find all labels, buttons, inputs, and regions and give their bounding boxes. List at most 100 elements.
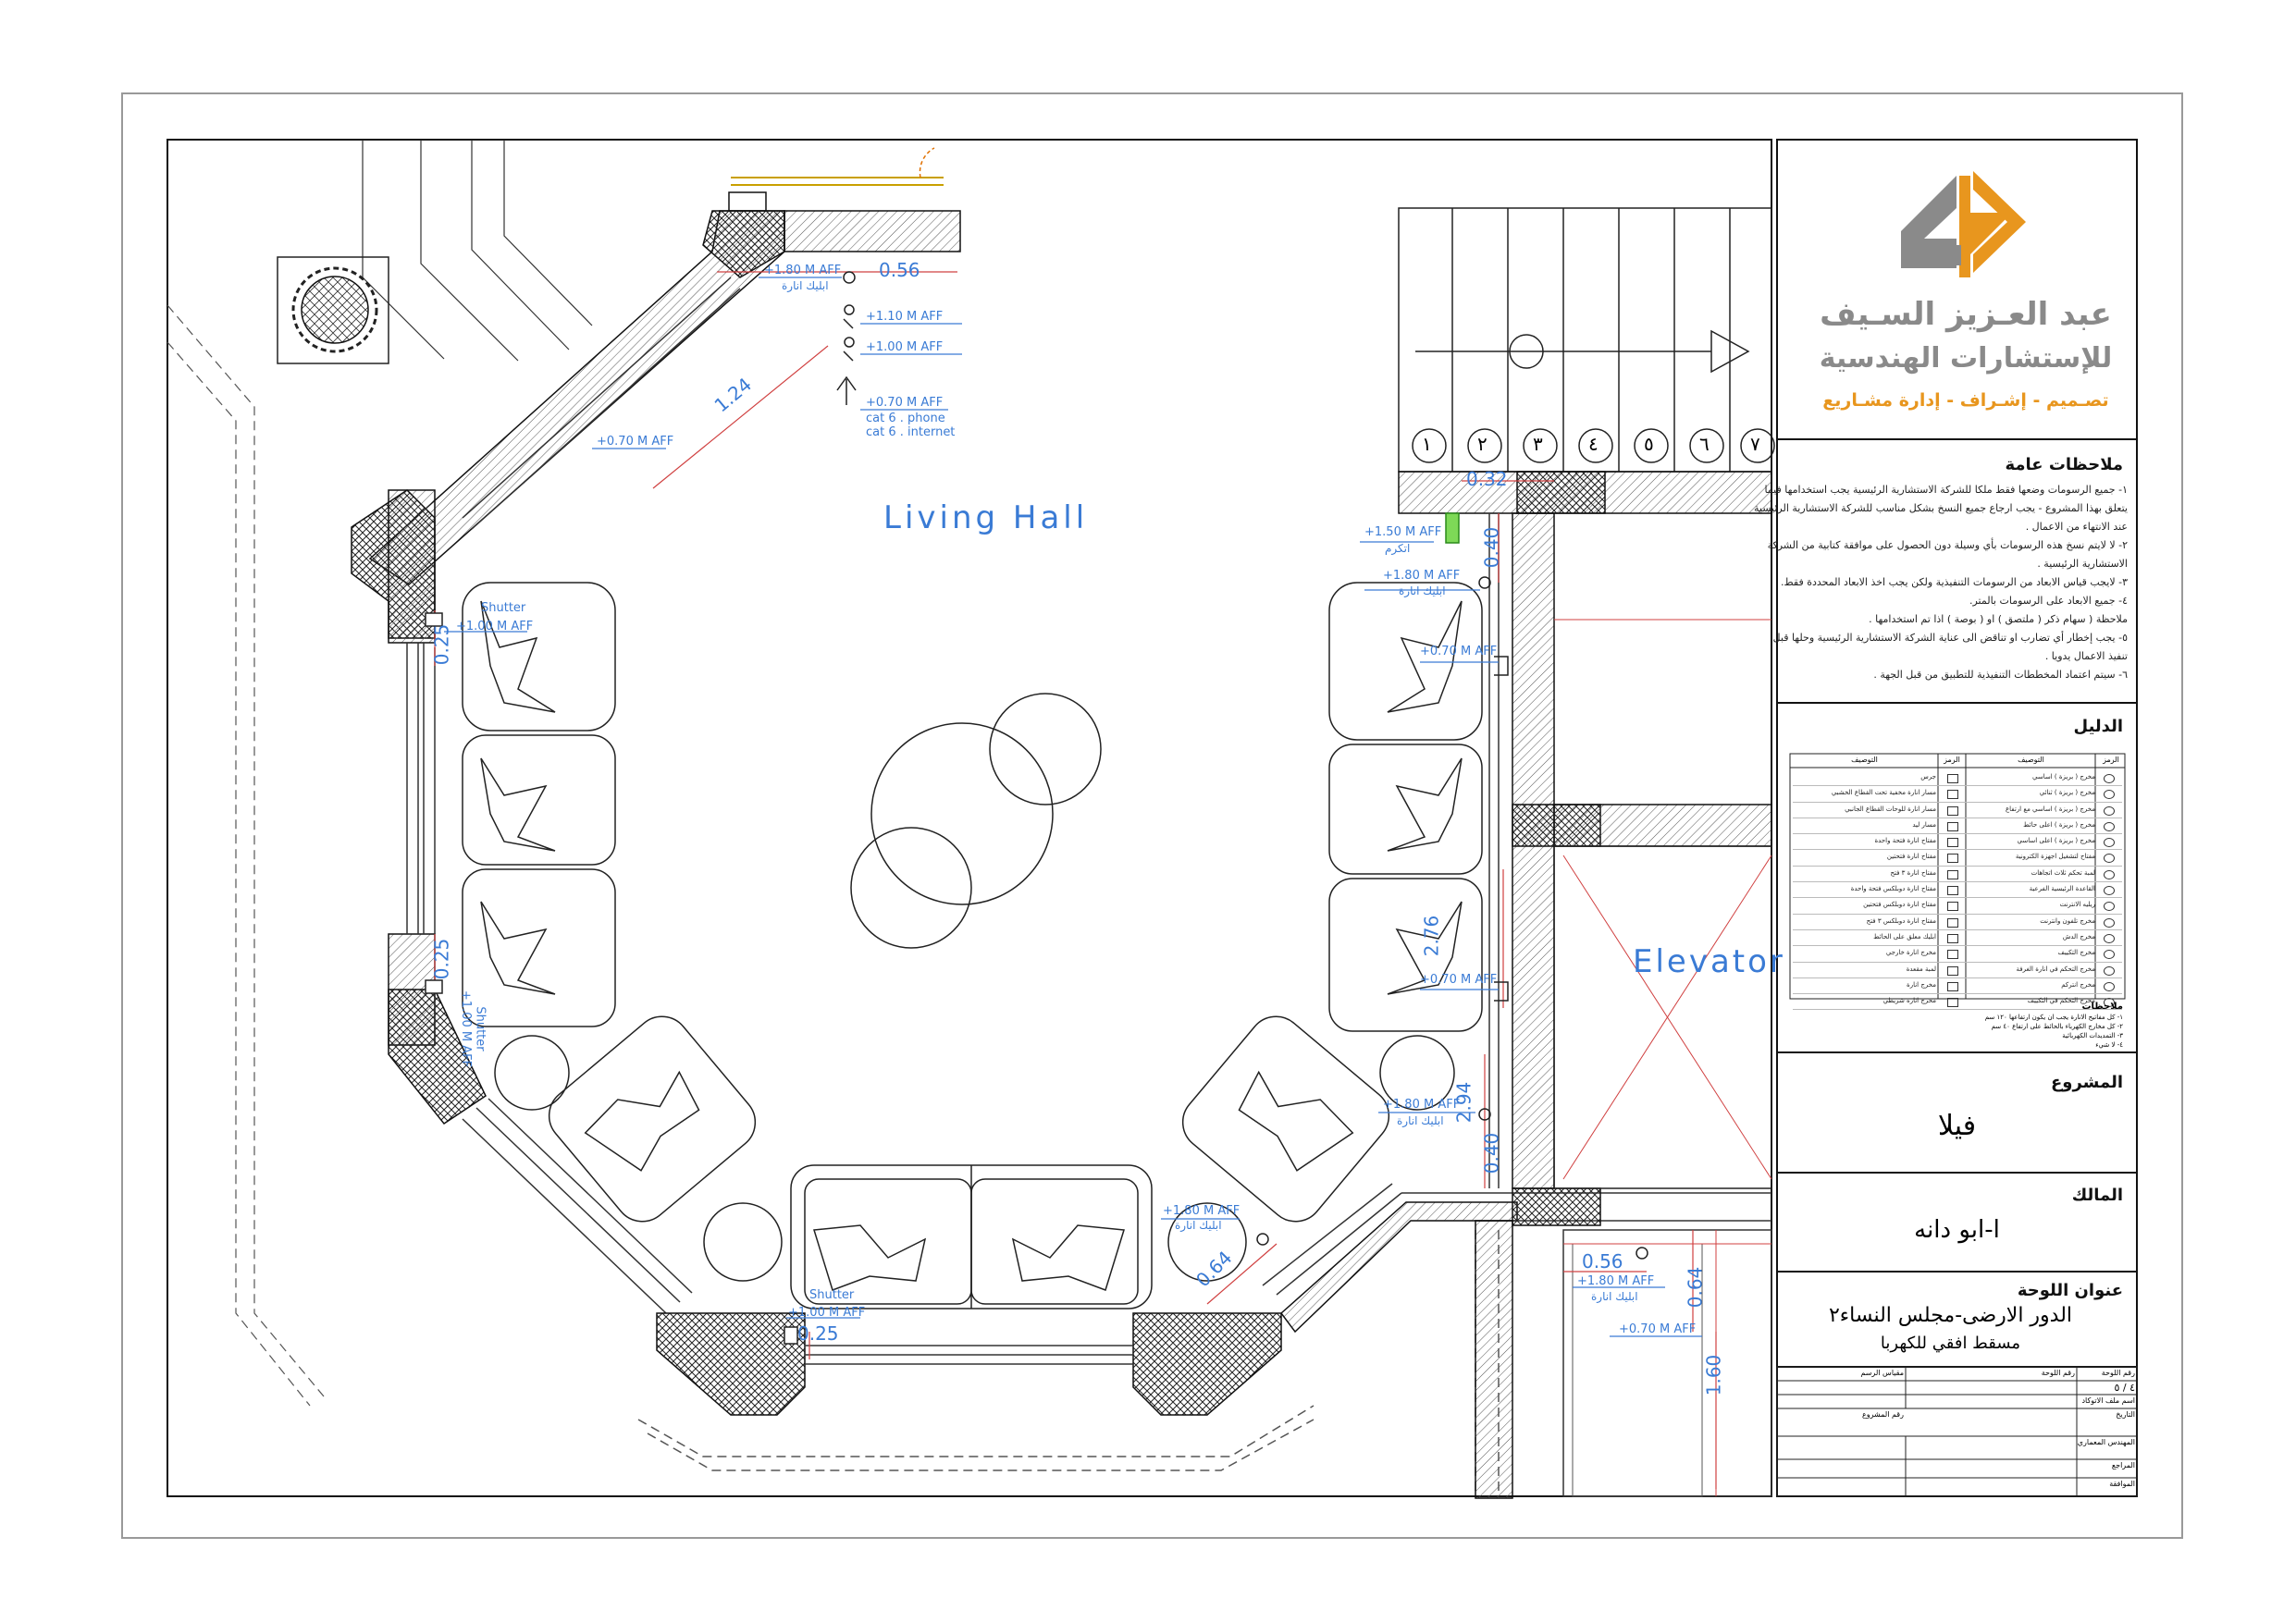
dashed-outline-bottom-2 — [647, 1419, 1315, 1471]
aff-100-shutter-a: +1.00 M AFF — [456, 620, 534, 633]
note-line: ١- جميع الرسومات وضعها فقط ملكا للشركة ا… — [1764, 484, 2128, 496]
legend-cell: لمبة مقعدة — [1906, 965, 1936, 973]
switch-icon-2 — [844, 337, 855, 348]
owner-value: ا-ابو دانه — [1914, 1216, 2000, 1244]
legend-cell: مخرج ( بريزة ) ثنائي — [2039, 789, 2095, 797]
center-table-big — [870, 722, 1054, 905]
stair-label-7: ٧ — [1750, 433, 1760, 455]
legend-cell: مفتاح انارة دوبلكس فتحة واحدة — [1850, 885, 1936, 893]
sofa-bottom — [790, 1164, 1153, 1309]
legend-cell: ريليه الانترنت — [2059, 901, 2095, 909]
window-diag-lower-right-1 — [1276, 1192, 1402, 1296]
stair-number-2 — [1467, 428, 1502, 463]
legend-col-header-4: التوصيف — [1851, 756, 1878, 764]
legend-symbol-icon — [2104, 854, 2115, 864]
legend-cell: مخرج التحكم في التكييف — [2027, 997, 2095, 1005]
sheet-title-line1: الدور الارضى-مجلس النساء٢ — [1828, 1304, 2073, 1327]
aff-180-top: +1.80 M AFF — [764, 264, 842, 277]
info-project-no-label: رقم المشروع — [1861, 1410, 1904, 1419]
legend-symbol-icon — [1947, 805, 1958, 816]
legend-symbol-icon — [1947, 886, 1958, 896]
stair-label-4: ٤ — [1588, 433, 1599, 455]
info-reviewer-label: المراجع — [2111, 1461, 2135, 1469]
legend-symbol-icon — [2104, 838, 2115, 848]
lighting-top: ابليك انارة — [782, 279, 829, 292]
legend-cell: مخرج انتركم — [2061, 980, 2095, 989]
legend-symbol-icon — [2104, 805, 2115, 816]
stair-number-4 — [1578, 428, 1613, 463]
window-diag-lower-right-2 — [1262, 1183, 1393, 1286]
legend-col-header-1: الرمز — [2103, 756, 2119, 764]
info-sheet-no-label: رقم اللوحة — [2101, 1369, 2135, 1377]
sofa-left — [462, 582, 616, 1027]
aff-100-shutter-b: +1.00 M AFF — [459, 990, 474, 1068]
side-table-left-upper — [494, 1035, 570, 1111]
switch-icon — [844, 304, 855, 315]
info-date-label: التاريخ — [2116, 1410, 2135, 1419]
legend-row: مخرج التحكم في التكييف مخرج انارة شريطي — [1793, 994, 2122, 1011]
aff-180-elev: +1.80 M AFF — [1577, 1274, 1655, 1288]
wall-bottom-right-corner — [1132, 1312, 1282, 1416]
legend-symbol-icon — [2104, 869, 2115, 879]
wall-right-lower-core — [1512, 1187, 1601, 1226]
dim-040-bottom: 0.40 — [1480, 1132, 1503, 1174]
legend-notes: ١- كل مفاتيح الانارة يجب ان يكون ارتفاعه… — [1799, 1013, 2123, 1050]
legend-cell: مفتاح انارة دوبلكس ٣ فتح — [1866, 916, 1936, 925]
info-sheet-no-value: ٤ / ٥ — [2114, 1382, 2135, 1394]
dim-160: 1.60 — [1702, 1354, 1725, 1396]
planter-gear-ring — [291, 266, 378, 353]
legend-symbol-icon — [1947, 998, 1958, 1008]
legend-symbol-icon — [2104, 965, 2115, 976]
door-jamb-top — [728, 191, 767, 212]
dim-025-c: 0.25 — [797, 1322, 839, 1345]
legend-header: الدليل — [2073, 717, 2124, 736]
stair-treads — [1451, 208, 1731, 472]
legend-col-header-2: التوصيف — [2018, 756, 2044, 764]
legend-cell: مفتاح انارة ٣ فتح — [1890, 868, 1936, 877]
note-line: ٣- لايجب قياس الابعاد من الرسومات التنفي… — [1780, 576, 2128, 588]
outlet-icon-right-2 — [1494, 981, 1509, 1002]
stair-arrow — [1710, 329, 1750, 374]
side-table-right-upper — [1379, 1035, 1455, 1111]
legend-symbol-icon — [1947, 821, 1958, 831]
center-table-left — [850, 827, 972, 949]
aff-150: +1.50 M AFF — [1364, 525, 1442, 539]
window-diagonal-1 — [462, 277, 732, 519]
aff-180-right-b: +1.80 M AFF — [1383, 1098, 1461, 1112]
corridor-wall-bottom — [1475, 1220, 1513, 1499]
company-logo — [1901, 171, 2026, 277]
electrical-symbols — [425, 271, 1775, 1345]
legend-cell: مفتاح انارة دوبلكس فتحتين — [1863, 901, 1936, 909]
aff-070-right-a: +0.70 M AFF — [1420, 645, 1498, 658]
window-diag-lower-left-1 — [462, 1118, 667, 1314]
shutter-c: Shutter — [809, 1288, 855, 1302]
legend-cell: مخرج الدش — [2062, 932, 2095, 941]
legend-cell: القاعدة الرئيسية الفرعية — [2029, 885, 2095, 893]
legend-symbol-icon — [2104, 821, 2115, 831]
legend-cell: ابليك معلق على الحائط — [1873, 932, 1936, 941]
legend-symbol-icon — [1947, 981, 1958, 991]
legend-symbol-icon — [2104, 981, 2115, 991]
stair-label-3: ٣ — [1533, 433, 1543, 455]
lighting-elev: ابليك انارة — [1591, 1290, 1638, 1303]
stair-number-1 — [1412, 428, 1447, 463]
wall-bottom-left-corner — [656, 1312, 806, 1416]
stair-label-1: ١ — [1422, 433, 1432, 455]
legend-cell: مخرج ( بريزة ) اعلى اساسي — [2017, 837, 2095, 845]
aff-110: +1.10 M AFF — [866, 310, 944, 324]
window-diagonal-2 — [471, 288, 741, 530]
legend-cell: مخرج انارة شريطي — [1882, 997, 1936, 1005]
legend-cell: مخرج التكييف — [2057, 949, 2095, 957]
cat6-internet: cat 6 . internet — [866, 425, 956, 439]
elevator-x-2 — [1562, 855, 1772, 1180]
shutter-b: Shutter — [473, 1006, 488, 1051]
